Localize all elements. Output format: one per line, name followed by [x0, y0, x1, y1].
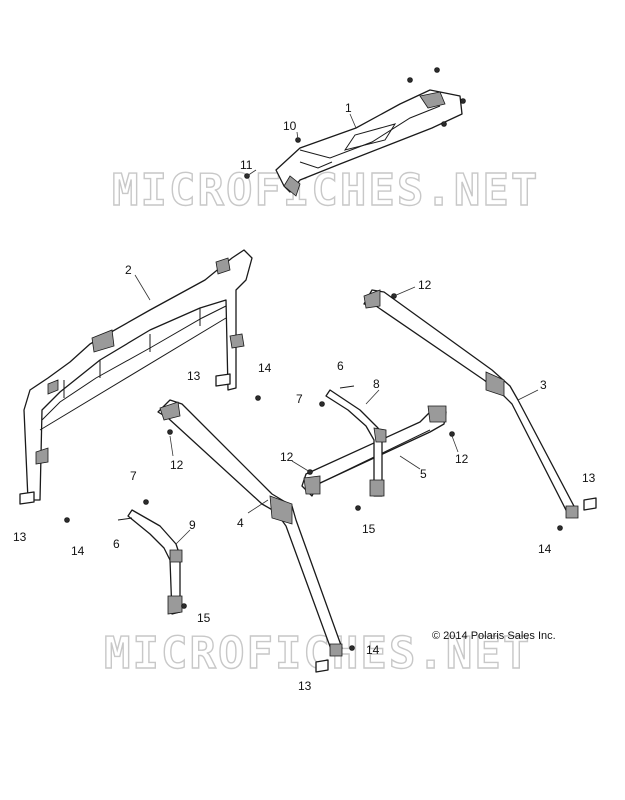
part-2-front-hoop [23, 249, 253, 501]
callout-6-lower: 6 [113, 537, 120, 551]
part-4-rear-tube [157, 399, 343, 657]
callout-8: 8 [373, 377, 380, 391]
callout-12-left: 12 [170, 458, 184, 472]
callout-14-right: 14 [538, 542, 552, 556]
callout-11: 11 [240, 158, 253, 172]
part-1-top-panel [244, 67, 466, 197]
callout-13-front: 13 [187, 369, 201, 383]
callout-6-upper: 6 [337, 359, 344, 373]
callout-7-upper: 7 [296, 392, 303, 406]
callout-12-brace: 12 [280, 450, 294, 464]
part-3-rear-tube [363, 289, 579, 519]
callout-3: 3 [540, 378, 547, 392]
hardware-fasteners [19, 293, 597, 673]
callout-2: 2 [125, 263, 132, 277]
callout-13-left: 13 [13, 530, 27, 544]
copyright: © 2014 Polaris Sales Inc. [432, 630, 556, 642]
callout-14-bottom: 14 [366, 643, 380, 657]
callout-14-front: 14 [258, 361, 272, 375]
watermark-top: MICROFICHES.NET [112, 165, 539, 216]
callout-12-right: 12 [455, 452, 469, 466]
callout-12-rear: 12 [418, 278, 432, 292]
callout-9: 9 [189, 518, 196, 532]
callout-15-brace: 15 [362, 522, 376, 536]
part-8-curved-brace [325, 389, 387, 497]
callout-7-lower: 7 [130, 469, 137, 483]
callout-14-left: 14 [71, 544, 85, 558]
callout-4: 4 [237, 516, 244, 530]
callout-13-right: 13 [582, 471, 596, 485]
callout-10: 10 [283, 119, 297, 133]
leader-lines [134, 113, 539, 545]
part-9-curved-brace [127, 509, 183, 615]
callout-1: 1 [345, 101, 352, 115]
callout-labels: 1 2 3 4 5 6 6 7 7 8 9 10 11 12 12 12 12 … [13, 101, 596, 693]
callout-13-bottom: 13 [298, 679, 312, 693]
callout-15-lower: 15 [197, 611, 211, 625]
callout-5: 5 [420, 467, 427, 481]
